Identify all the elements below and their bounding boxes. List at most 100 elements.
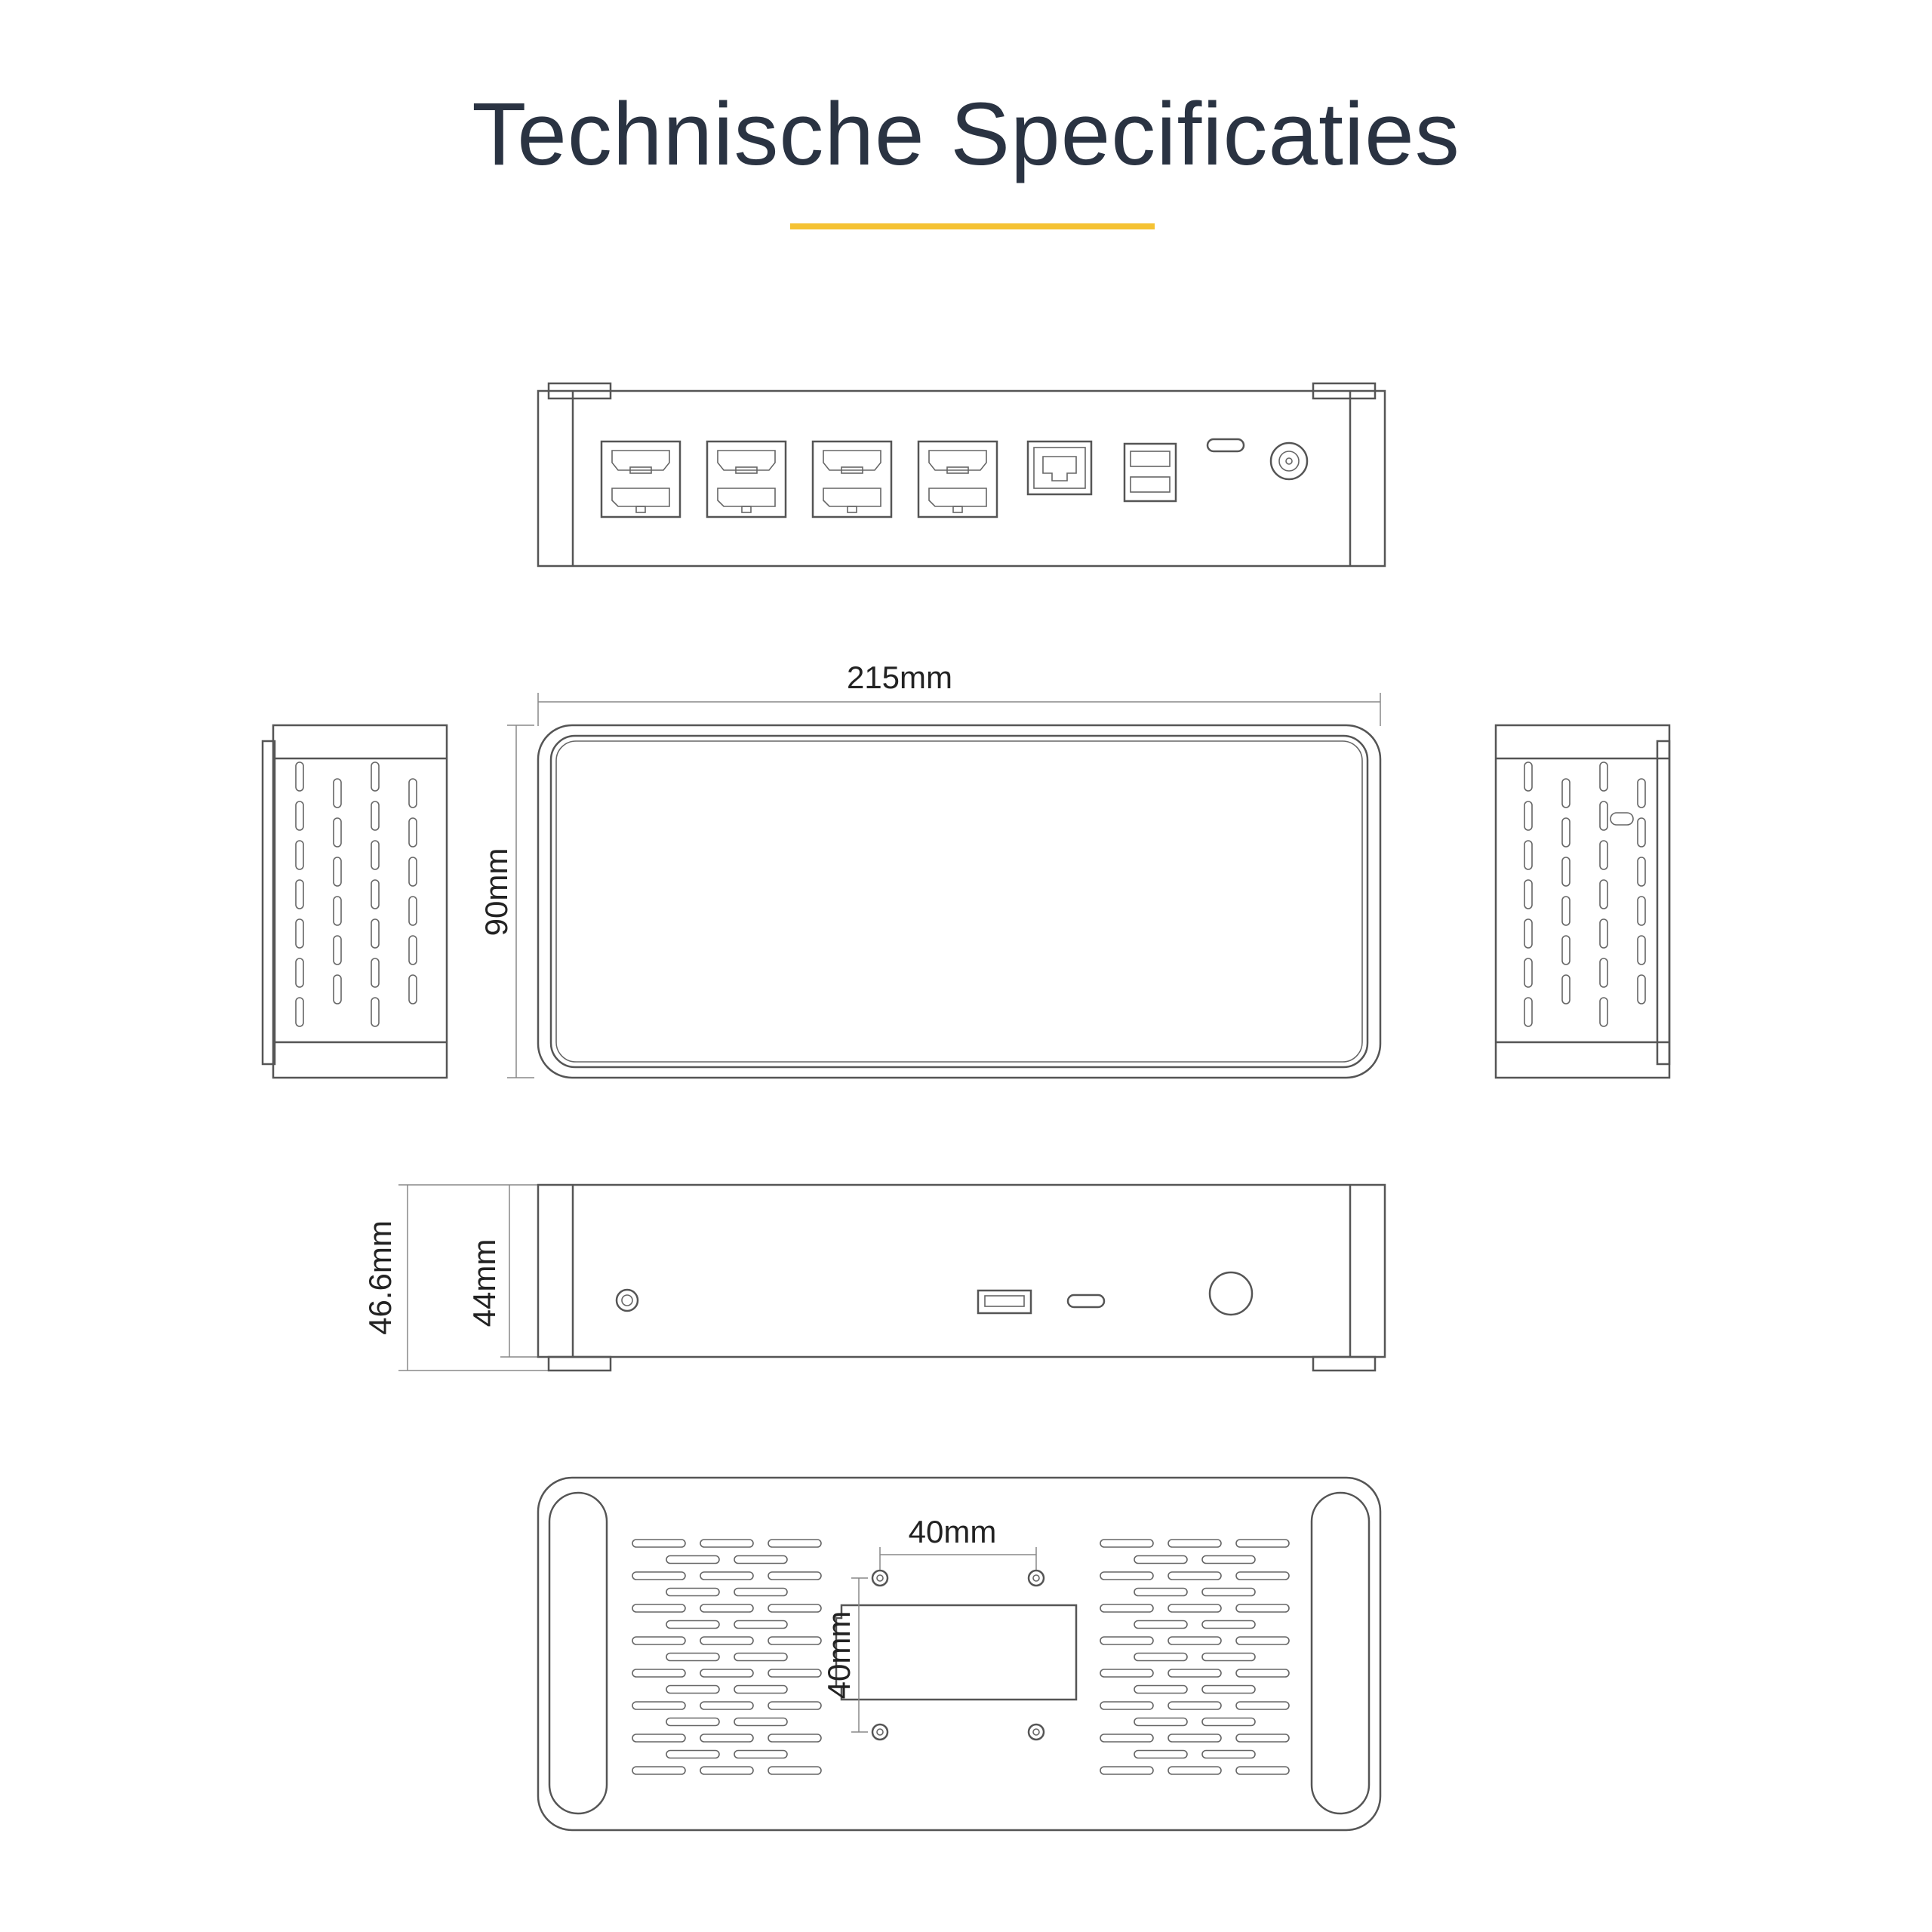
vent-slot [1637,935,1646,965]
vent-slot [666,1587,720,1597]
vent-slot [700,1604,754,1613]
title-underline [790,223,1155,229]
vent-slot [632,1766,686,1775]
vent-slot [371,997,380,1027]
vent-slot [1134,1620,1188,1629]
vent-slot [1599,879,1608,909]
vent-slot [1637,857,1646,887]
front-usb-a-port [977,1289,1032,1315]
vent-slot [333,778,342,808]
usb-a-stack-port [1123,442,1177,503]
bottom-foot-left [548,1491,608,1815]
vent-slot [1524,801,1533,831]
mount-horizontal-dimension-label: 40mm [909,1514,997,1549]
vent-slot [666,1749,720,1759]
vent-slot [734,1587,788,1597]
vent-slot [333,896,342,926]
vent-slot [1134,1717,1188,1727]
height-body-dimension-label: 44mm [466,1239,502,1327]
bottom-view [537,1476,1382,1832]
rear-view [537,382,1386,568]
vent-slot [1134,1587,1188,1597]
vent-slot [1134,1652,1188,1662]
mount-hole-bottom-left [871,1723,889,1741]
vent-slot [700,1701,754,1710]
vent-slot [1599,761,1608,792]
vent-slot [632,1636,686,1645]
vent-slot [1524,918,1533,949]
vent-slot [1235,1539,1290,1548]
vent-slot [700,1636,754,1645]
vent-slot [1201,1652,1256,1662]
vent-slot [371,840,380,870]
vent-slot [1168,1636,1222,1645]
vent-slot [1561,817,1571,848]
dc-power-port [1269,441,1309,481]
vent-slot [1235,1701,1290,1710]
vent-slot [1599,918,1608,949]
vent-slot [1524,761,1533,792]
vent-slot [333,974,342,1004]
vent-slot [700,1766,754,1775]
vent-slot [1599,997,1608,1027]
vent-slot [1637,974,1646,1004]
vent-slot [734,1555,788,1564]
hdmi-dp-port-3 [811,440,893,518]
vent-slot [768,1604,822,1613]
vent-slot [1100,1701,1154,1710]
bottom-body [537,1476,1382,1832]
vent-slot [295,801,304,831]
vent-slot [1201,1555,1256,1564]
vent-slot [666,1684,720,1694]
vent-slot [408,778,417,808]
vent-slot [295,918,304,949]
mount-hole-top-left [871,1569,889,1587]
vent-slot [734,1620,788,1629]
vent-slot [700,1669,754,1678]
front-view [398,1183,1386,1372]
top-view [507,693,1382,1079]
hdmi-dp-port-4 [917,440,998,518]
vent-slot [768,1669,822,1678]
rear-usb-c-port [1206,438,1245,453]
ethernet-port [1026,440,1093,496]
vent-slot [666,1717,720,1727]
vent-slot [1201,1749,1256,1759]
vent-slot [295,997,304,1027]
vent-slot [1235,1669,1290,1678]
bottom-foot-right [1310,1491,1371,1815]
vent-slot [1637,817,1646,848]
vent-slot [408,857,417,887]
vent-slot [768,1766,822,1775]
mount-hole-bottom-right [1027,1723,1045,1741]
svg-text:40mm: 40mm [821,1611,857,1700]
vent-slot [1168,1734,1222,1743]
vent-slot [1134,1749,1188,1759]
front-foot-left [547,1355,612,1372]
vent-slot [734,1684,788,1694]
vent-slot [632,1669,686,1678]
left-side-vents [295,761,417,1027]
vent-slot [1100,1766,1154,1775]
vent-slot [1100,1636,1154,1645]
vent-slot [1561,857,1571,887]
vent-slot [371,918,380,949]
vent-slot [1201,1587,1256,1597]
hdmi-dp-port-2 [706,440,787,518]
vent-slot [734,1717,788,1727]
vent-slot [1235,1636,1290,1645]
vent-slot [1561,896,1571,926]
vent-slot [666,1652,720,1662]
vent-slot [1100,1669,1154,1678]
svg-text:46.6mm: 46.6mm [362,1220,398,1335]
rear-body [537,389,1386,568]
svg-text:40mm: 40mm [909,1514,997,1549]
page-title: Technische Specificaties [472,85,1460,184]
vent-slot [734,1749,788,1759]
vent-slot [1599,840,1608,870]
vent-slot [408,896,417,926]
hdmi-dp-port-1 [600,440,681,518]
vent-slot [666,1555,720,1564]
vent-slot [1100,1571,1154,1580]
